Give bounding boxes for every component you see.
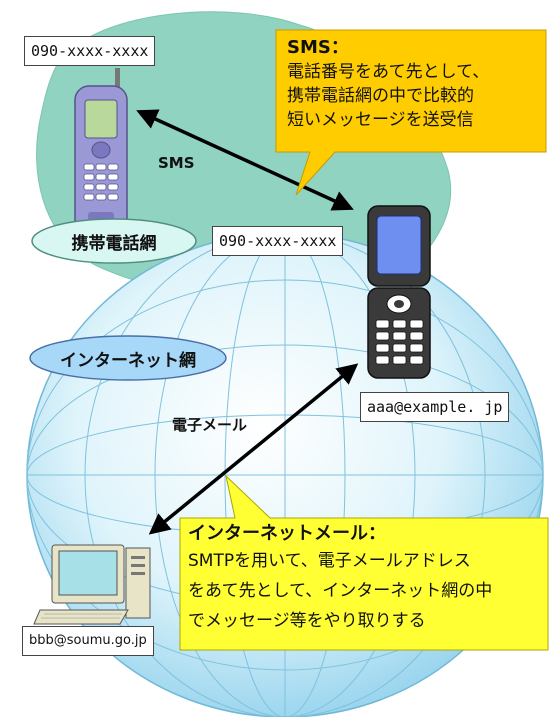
pc-email-label: bbb@soumu.go.jp — [22, 626, 154, 656]
mobile-network-label: 携帯電話網 — [71, 233, 157, 254]
email-arrow — [148, 363, 359, 535]
internet-callout-shape — [179, 474, 549, 651]
internet-network-label: インターネット網 — [60, 350, 196, 371]
sms-callout-line: 短いメッセージを送受信 — [287, 110, 474, 130]
desktop-pc-icon — [33, 544, 151, 625]
internet-callout-line: をあて先として、インターネット網の中 — [188, 581, 493, 601]
phone2-email-label: aaa@example. jp — [360, 392, 510, 422]
sms-arrow — [136, 109, 354, 211]
mobile-network-pill — [31, 218, 197, 264]
phone2-number-label: 090-xxxx-xxxx — [212, 226, 344, 256]
sms-callout-shape — [275, 29, 547, 196]
internet-callout-line: でメッセージ等をやり取りする — [188, 611, 426, 631]
sms-callout: SMS： 電話番号をあて先として、 携帯電話網の中で比較的 短いメッセージを送受… — [287, 36, 542, 132]
internet-callout-line: SMTPを用いて、電子メールアドレス — [188, 551, 471, 571]
internet-network-pill — [29, 335, 227, 381]
flip-phone-icon — [367, 205, 431, 379]
sms-link-label: SMS — [158, 154, 195, 172]
sms-callout-line: 電話番号をあて先として、 — [287, 62, 490, 82]
sms-callout-title: SMS： — [287, 37, 349, 58]
email-link-label: 電子メール — [172, 416, 248, 434]
feature-phone-icon — [74, 68, 128, 237]
internet-callout-title: インターネットメール： — [188, 523, 386, 544]
sms-callout-line: 携帯電話網の中で比較的 — [287, 86, 474, 106]
internet-callout: インターネットメール： SMTPを用いて、電子メールアドレス をあて先として、イ… — [188, 522, 544, 636]
phone1-number-label: 090-xxxx-xxxx — [24, 36, 156, 66]
